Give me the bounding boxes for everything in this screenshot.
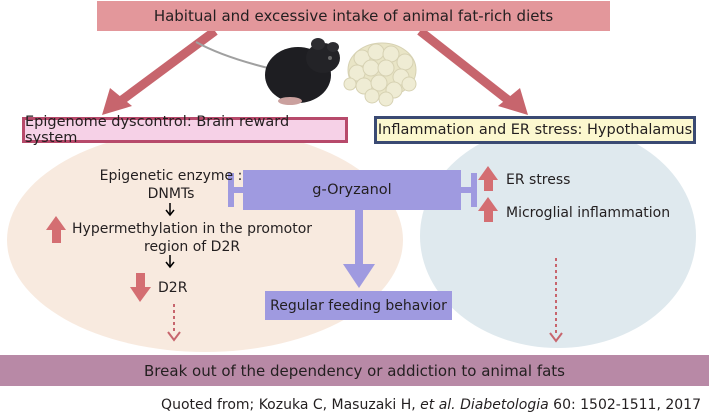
citation-journal: Diabetologia <box>460 397 549 413</box>
d2r-label: D2R <box>158 280 188 296</box>
lard-pellets-image <box>343 42 417 107</box>
feeding-behavior-box: Regular feeding behavior <box>265 291 452 320</box>
up-arrow-hypermethylation <box>46 216 66 243</box>
left-header-box: Epigenome dyscontrol: Brain reward syste… <box>22 114 348 146</box>
up-arrow-microglia <box>478 197 498 222</box>
right-header-box: Inflammation and ER stress: Hypothalamus <box>374 116 696 144</box>
down-arrow-d2r <box>130 273 151 302</box>
up-arrow-er-stress <box>478 166 498 191</box>
enzyme-label: Epigenetic enzyme : DNMTs <box>86 167 256 203</box>
oryzanol-box: g-Oryzanol <box>243 170 461 210</box>
enzyme-line-2: DNMTs <box>147 186 195 202</box>
arrow-to-feeding <box>343 210 375 288</box>
hypermethylation-label: Hypermethylation in the promotor region … <box>72 220 312 256</box>
right-header-text: Inflammation and ER stress: Hypothalamus <box>377 122 693 138</box>
citation-etal: et al. <box>420 397 456 413</box>
arrow-to-left-header <box>102 27 218 115</box>
top-cause-text: Habitual and excessive intake of animal … <box>153 7 554 25</box>
citation-rest: 60: 1502-1511, 2017 <box>548 397 701 413</box>
oryzanol-label: g-Oryzanol <box>312 182 392 198</box>
oryzanol-inhibitor <box>228 170 477 210</box>
small-black-arrows <box>165 203 175 269</box>
dotted-arrow-right <box>549 258 563 343</box>
er-stress-label: ER stress <box>506 172 571 188</box>
top-cause-box: Habitual and excessive intake of animal … <box>97 1 610 31</box>
hypermethylation-line-1: Hypermethylation in the promotor <box>72 221 313 237</box>
hypothalamus-region <box>420 124 696 348</box>
hypermethylation-line-2: region of D2R <box>144 239 241 255</box>
dotted-arrow-left <box>167 304 181 342</box>
mouse-image <box>195 38 340 105</box>
feeding-behavior-text: Regular feeding behavior <box>270 297 447 314</box>
outcome-text: Break out of the dependency or addiction… <box>144 361 565 380</box>
left-header-text: Epigenome dyscontrol: Brain reward syste… <box>25 114 290 146</box>
arrow-to-right-header <box>417 27 528 115</box>
microglia-label: Microglial inflammation <box>506 205 671 221</box>
outcome-bar: Break out of the dependency or addiction… <box>0 355 709 386</box>
enzyme-line-1: Epigenetic enzyme : <box>99 168 243 184</box>
citation: Quoted from; Kozuka C, Masuzaki H, et al… <box>161 397 701 413</box>
citation-prefix: Quoted from; Kozuka C, Masuzaki H, <box>161 397 421 413</box>
